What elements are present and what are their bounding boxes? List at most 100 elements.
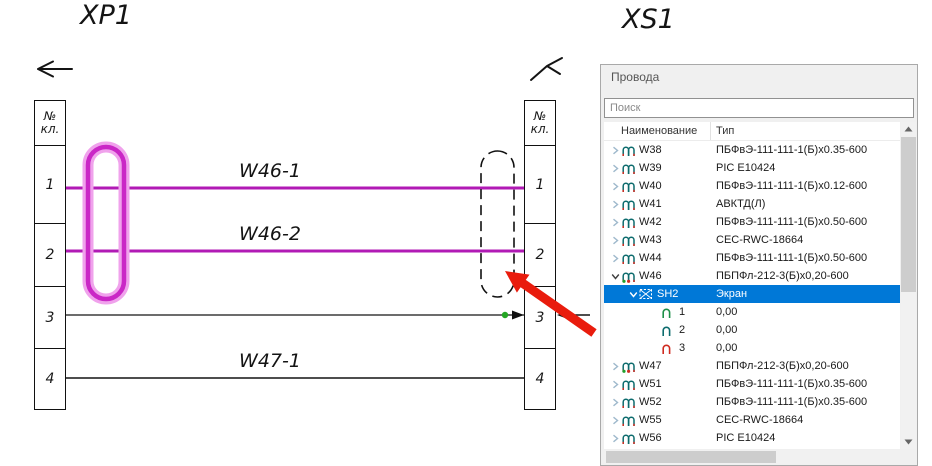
row-type: Экран [716,288,748,300]
tree-row[interactable]: W43 CEC-RWC-18664 [604,231,900,249]
wire-pin3[interactable] [66,310,590,320]
expander-chevron-icon[interactable] [609,416,621,425]
expander-chevron-icon[interactable] [609,200,621,209]
pin-cell-1[interactable]: 1 [525,146,555,224]
tree-row[interactable]: W39 PIC E10424 [604,159,900,177]
row-type: CEC-RWC-18664 [716,414,804,426]
expander-chevron-icon[interactable] [609,164,621,173]
tree-row[interactable]: W47 ПБПФл-212-3(Б)х0,20-600 [604,357,900,375]
wires-table: Наименование Тип W38 ПБФвЭ-111-111-1(Б)х… [604,122,900,449]
row-type: ПБПФл-212-3(Б)х0,20-600 [716,270,849,282]
column-header-name[interactable]: Наименование [604,122,711,140]
expander-chevron-icon[interactable] [609,254,621,263]
expander-chevron-icon[interactable] [609,272,621,281]
terminal-block-xs1[interactable]: № кл. 1 2 3 4 [524,100,556,410]
vertical-scrollbar[interactable] [901,122,916,449]
row-name-cell: SH2 [604,288,711,300]
socket-fork-icon [530,57,563,81]
pin-cell-4[interactable]: 4 [45,371,55,387]
wire-icon [621,414,639,427]
wire-icon [661,306,679,319]
expander-chevron-icon[interactable] [609,434,621,443]
row-type: 0,00 [716,324,738,336]
row-name-cell: W38 [604,144,711,157]
row-type: ПБФвЭ-111-111-1(Б)х0.50-600 [716,216,868,228]
row-name: W51 [639,378,662,390]
search-input[interactable] [604,98,914,118]
pin-cell-3[interactable]: 3 [525,287,555,349]
tree-row[interactable]: W42 ПБФвЭ-111-111-1(Б)х0.50-600 [604,213,900,231]
row-type: ПБПФл-212-3(Б)х0,20-600 [716,360,849,372]
wire-icon [621,396,639,409]
terminal-block-xp1[interactable]: № кл. 1 2 3 4 [34,100,66,410]
wire-end-arrow-right [557,310,569,320]
expander-chevron-icon[interactable] [609,236,621,245]
tree-row[interactable]: 3 0,00 [604,339,900,357]
column-header-type[interactable]: Тип [716,125,735,137]
tree-row[interactable]: W56 PIC E10424 [604,429,900,447]
scrollbar-thumb[interactable] [901,137,916,292]
pin-cell-4[interactable]: 4 [535,371,545,387]
tree-row[interactable]: W40 ПБФвЭ-111-111-1(Б)х0.12-600 [604,177,900,195]
row-type: АВКТД(Л) [716,198,766,210]
row-name-cell: W56 [604,432,711,445]
tree-row[interactable]: 1 0,00 [604,303,900,321]
pin-cell-3[interactable]: 3 [35,287,65,349]
expander-chevron-icon[interactable] [627,290,639,299]
row-name: W44 [639,252,662,264]
row-name: SH2 [657,288,679,300]
row-type: ПБФвЭ-111-111-1(Б)х0.12-600 [716,180,868,192]
expander-chevron-icon[interactable] [609,362,621,371]
expander-chevron-icon[interactable] [609,146,621,155]
pin-column-header: № кл. [35,101,65,146]
row-name: W38 [639,144,662,156]
row-name-cell: 2 [604,324,711,337]
connector-title-xp1: XP1 [80,0,132,31]
wire-icon [621,162,639,175]
row-type: ПБФвЭ-111-111-1(Б)х0.35-600 [716,396,868,408]
row-name: W39 [639,162,662,174]
expander-chevron-icon[interactable] [609,182,621,191]
row-name-cell: W39 [604,162,711,175]
row-name-cell: 3 [604,342,711,355]
tree-row[interactable]: W41 АВКТД(Л) [604,195,900,213]
row-name: W47 [639,360,662,372]
row-type: PIC E10424 [716,162,776,174]
wires-panel: Провода Наименование Тип W38 ПБФвЭ-111-1… [600,64,918,466]
row-name: W52 [639,396,662,408]
row-name-cell: W41 [604,198,711,211]
tree-row[interactable]: W46 ПБПФл-212-3(Б)х0,20-600 [604,267,900,285]
tree-row[interactable]: SH2 Экран [604,285,900,303]
connector-title-xs1: XS1 [622,4,675,35]
pin-cell-1[interactable]: 1 [35,146,65,224]
wire-icon [621,270,639,283]
scrollbar-thumb[interactable] [606,451,776,463]
scroll-up-icon[interactable] [901,122,916,136]
expander-chevron-icon[interactable] [609,398,621,407]
wire-icon [621,378,639,391]
expander-chevron-icon[interactable] [609,218,621,227]
pin-column-header: № кл. [525,101,555,146]
tree-row[interactable]: W55 CEC-RWC-18664 [604,411,900,429]
panel-title: Провода [611,70,660,84]
pin-cell-2[interactable]: 2 [35,224,65,287]
horizontal-scrollbar[interactable] [604,450,900,464]
row-type: 0,00 [716,306,738,318]
pin-cell-2[interactable]: 2 [525,224,555,287]
row-name-cell: W44 [604,252,711,265]
row-type: ПБФвЭ-111-111-1(Б)х0.50-600 [716,252,868,264]
wire-icon [621,216,639,229]
tree-row[interactable]: W38 ПБФвЭ-111-111-1(Б)х0.35-600 [604,141,900,159]
expander-chevron-icon[interactable] [609,380,621,389]
tree-row[interactable]: W51 ПБФвЭ-111-111-1(Б)х0.35-600 [604,375,900,393]
tree-row[interactable]: W44 ПБФвЭ-111-111-1(Б)х0.50-600 [604,249,900,267]
scroll-down-icon[interactable] [901,435,916,449]
wire-end-green-marker [501,311,509,319]
tree-row[interactable]: W52 ПБФвЭ-111-111-1(Б)х0.35-600 [604,393,900,411]
wire-icon [661,324,679,337]
tree-row[interactable]: 2 0,00 [604,321,900,339]
shield-symbol[interactable] [82,141,130,305]
shield-dashed-outline[interactable] [480,150,515,298]
row-name: W42 [639,216,662,228]
